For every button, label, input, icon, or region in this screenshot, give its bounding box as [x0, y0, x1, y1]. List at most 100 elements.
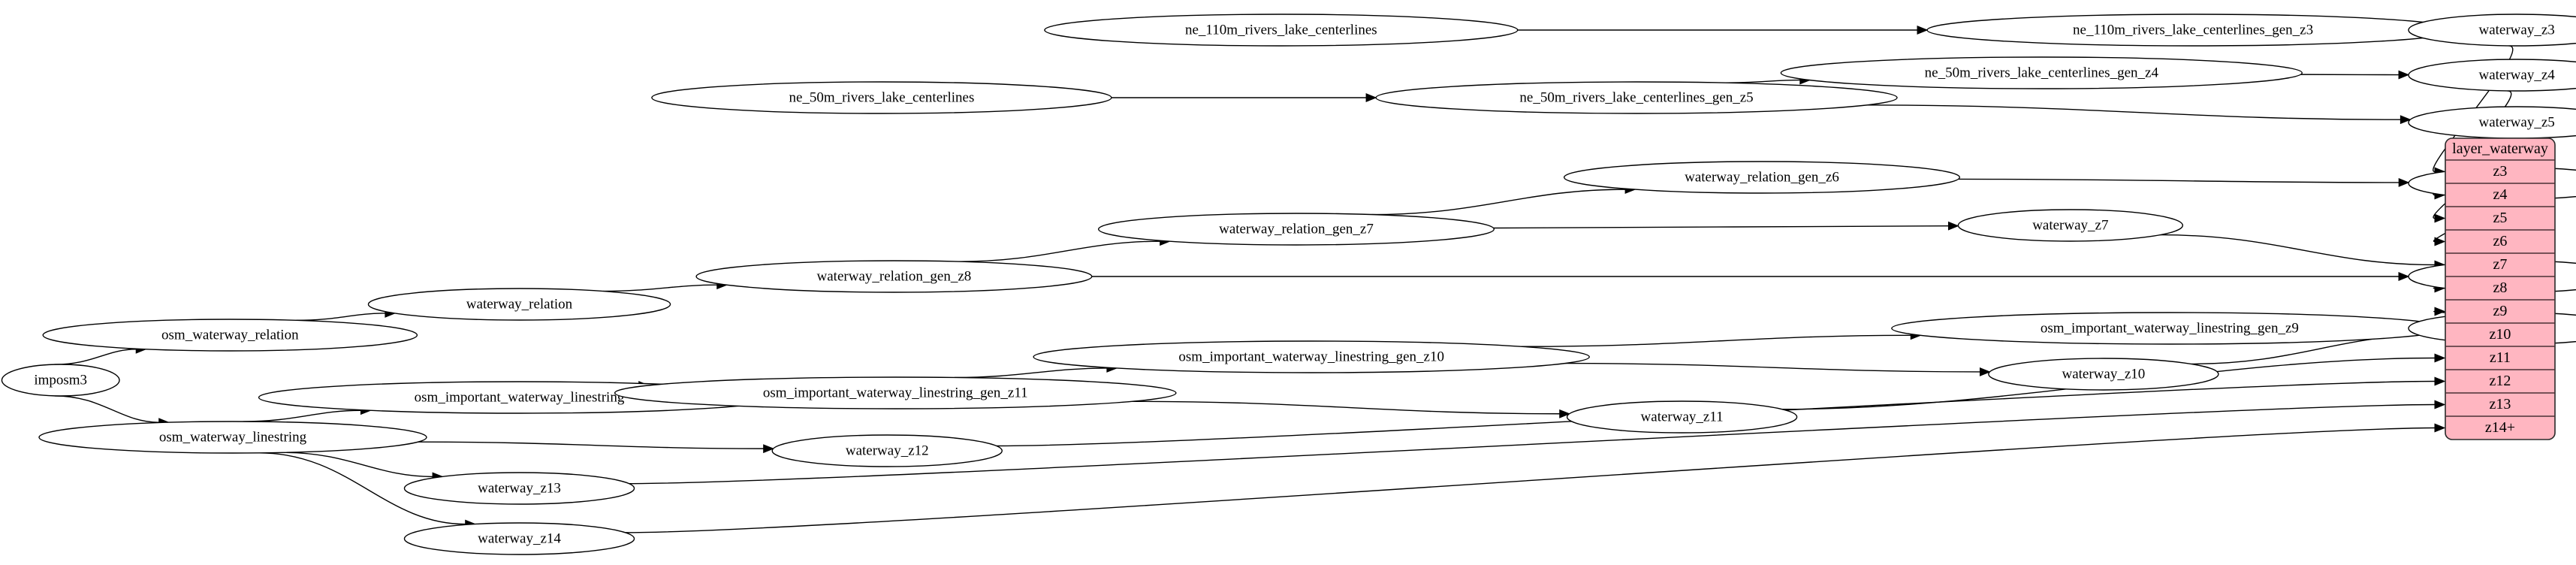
record-row-z11[interactable]: z11: [2490, 349, 2511, 366]
edge-osm_waterway_linestring-to-waterway_z12-arrow: [763, 444, 775, 454]
node-ne_110m_rivers_lake_centerlines[interactable]: ne_110m_rivers_lake_centerlines: [1044, 14, 1519, 47]
node-osm_important_waterway_linestring_gen_z10[interactable]: osm_important_waterway_linestring_gen_z1…: [1033, 340, 1590, 373]
node-ellipse-waterway_relation: [367, 288, 671, 321]
node-osm_waterway_linestring[interactable]: osm_waterway_linestring: [38, 421, 427, 454]
edge-osm_waterway_linestring-to-osm_important_waterway_linestring-path: [243, 409, 361, 422]
edge-waterway_relation_gen_z8-to-waterway_z8-arrow: [2398, 272, 2410, 281]
edge-osm_important_waterway_linestring_gen_z10-to-osm_important_waterway_linestring_gen_z9-path: [1521, 334, 1911, 347]
edge-waterway_relation_gen_z6-to-waterway_z6-arrow: [2398, 177, 2410, 187]
node-ellipse-osm_important_waterway_linestring_gen_z10: [1033, 340, 1590, 373]
node-ellipse-waterway_z5: [2408, 106, 2576, 139]
node-waterway_z3[interactable]: waterway_z3: [2408, 14, 2576, 47]
edge-waterway_relation_gen_z7-to-waterway_z7-arrow: [1947, 221, 1959, 231]
node-osm_important_waterway_linestring_gen_z9[interactable]: osm_important_waterway_linestring_gen_z9: [1891, 312, 2448, 345]
edge-imposm3-to-osm_waterway_linestring-path: [54, 395, 159, 423]
node-ellipse-ne_50m_rivers_lake_centerlines: [651, 81, 1112, 114]
node-ellipse-waterway_z3: [2408, 14, 2576, 47]
node-ellipse-waterway_z11: [1566, 400, 1798, 434]
edge-ne_50m_rivers_lake_centerlines_gen_z5-to-waterway_z5-arrow: [2400, 115, 2412, 125]
edge-osm_waterway_relation-to-waterway_relation-path: [296, 313, 385, 322]
node-ne_50m_rivers_lake_centerlines[interactable]: ne_50m_rivers_lake_centerlines: [651, 81, 1112, 114]
record-row-z9[interactable]: z9: [2493, 303, 2508, 319]
node-osm_important_waterway_linestring_gen_z11[interactable]: osm_important_waterway_linestring_gen_z1…: [614, 376, 1177, 409]
edge-waterway_z7-to-layer_waterway-z7-path: [2160, 234, 2436, 266]
edge-ne_50m_rivers_lake_centerlines-to-ne_50m_rivers_lake_centerlines_gen_z5-arrow: [1365, 93, 1377, 102]
edges-layer: [54, 26, 2514, 533]
edge-waterway_z12-to-layer_waterway-z12-arrow: [2434, 376, 2446, 386]
edge-ne_110m_rivers_lake_centerlines-to-ne_110m_rivers_lake_centerlines_gen_z3-arrow: [1917, 26, 1929, 35]
edge-ne_50m_rivers_lake_centerlines_gen_z5-to-waterway_z5-path: [1866, 104, 2401, 120]
record-row-z3[interactable]: z3: [2493, 163, 2508, 180]
edge-osm_important_waterway_linestring_gen_z11-to-osm_important_waterway_linestring_gen_z10-path: [954, 367, 1107, 379]
edge-waterway_relation_gen_z7-to-waterway_z7-path: [1493, 225, 1949, 229]
edge-waterway_z14-to-layer_waterway-z14+-path: [625, 427, 2436, 533]
edge-waterway_z11-to-layer_waterway-z11-arrow: [2434, 353, 2446, 363]
edge-osm_important_waterway_linestring_gen_z10-to-waterway_z10-path: [1564, 362, 1980, 373]
node-waterway_z10[interactable]: waterway_z10: [1988, 358, 2219, 391]
node-waterway_relation_gen_z7[interactable]: waterway_relation_gen_z7: [1097, 213, 1495, 246]
edge-osm_waterway_linestring-to-waterway_z12-path: [418, 441, 764, 449]
node-ne_50m_rivers_lake_centerlines_gen_z5[interactable]: ne_50m_rivers_lake_centerlines_gen_z5: [1375, 81, 1898, 114]
node-waterway_z5[interactable]: waterway_z5: [2408, 106, 2576, 139]
node-ellipse-osm_important_waterway_linestring_gen_z11: [614, 376, 1177, 409]
record-row-z13[interactable]: z13: [2490, 396, 2511, 412]
edge-waterway_z5-to-layer_waterway-z5-arrow: [2434, 213, 2446, 223]
node-osm_waterway_relation[interactable]: osm_waterway_relation: [42, 319, 418, 352]
edge-waterway_relation_gen_z8-to-waterway_relation_gen_z7-path: [958, 240, 1160, 262]
record-row-z7[interactable]: z7: [2493, 256, 2508, 273]
layer-waterway-record: layer_waterway z3 z4 z5 z6 z7 z8 z9 z10 z11 z12 z13…: [2445, 137, 2556, 440]
node-waterway_z4[interactable]: waterway_z4: [2408, 59, 2576, 92]
node-waterway_relation_gen_z6[interactable]: waterway_relation_gen_z6: [1563, 161, 1960, 194]
node-ellipse-waterway_relation_gen_z6: [1563, 161, 1960, 194]
edge-waterway_z13-to-layer_waterway-z13-arrow: [2434, 400, 2446, 409]
edge-ne_50m_rivers_lake_centerlines_gen_z4-to-waterway_z4-arrow: [2398, 70, 2410, 80]
record-row-z5[interactable]: z5: [2493, 210, 2508, 226]
node-ellipse-waterway_z10: [1988, 358, 2219, 391]
node-ellipse-waterway_z4: [2408, 59, 2576, 92]
record-title: layer_waterway: [2452, 140, 2548, 157]
node-waterway_relation[interactable]: waterway_relation: [367, 288, 671, 321]
node-ellipse-waterway_relation_gen_z8: [695, 260, 1093, 293]
edge-osm_important_waterway_linestring_gen_z10-to-waterway_z10-arrow: [1979, 367, 1991, 376]
edge-osm_important_waterway_linestring_gen_z11-to-waterway_z11-path: [1132, 400, 1560, 415]
node-waterway_z11[interactable]: waterway_z11: [1566, 400, 1798, 434]
nodes-layer: imposm3 osm_waterway_relation osm_waterway…: [1, 14, 2576, 555]
edge-osm_waterway_linestring-to-waterway_z13-path: [284, 452, 433, 478]
record-row-z6[interactable]: z6: [2493, 233, 2508, 249]
node-imposm3[interactable]: imposm3: [1, 364, 120, 397]
node-ellipse-waterway_z14: [403, 522, 635, 555]
node-ne_110m_rivers_lake_centerlines_gen_z3[interactable]: ne_110m_rivers_lake_centerlines_gen_z3: [1926, 14, 2460, 47]
node-ellipse-ne_110m_rivers_lake_centerlines: [1044, 14, 1519, 47]
edge-waterway_relation_gen_z7-to-waterway_relation_gen_z6-path: [1371, 189, 1626, 216]
node-ellipse-ne_110m_rivers_lake_centerlines_gen_z3: [1926, 14, 2460, 47]
edge-waterway_z14-to-layer_waterway-z14+-arrow: [2434, 423, 2446, 433]
edge-osm_waterway_linestring-to-waterway_z14-path: [259, 452, 466, 525]
edge-waterway_z6-to-layer_waterway-z6-arrow: [2434, 237, 2446, 246]
record-row-z8[interactable]: z8: [2493, 279, 2508, 296]
node-ellipse-ne_50m_rivers_lake_centerlines_gen_z5: [1375, 81, 1898, 114]
record-row-z4[interactable]: z4: [2493, 186, 2508, 203]
record-row-z10[interactable]: z10: [2490, 326, 2511, 343]
node-waterway_relation_gen_z8[interactable]: waterway_relation_gen_z8: [695, 260, 1093, 293]
edge-waterway_z9-to-layer_waterway-z9-arrow: [2434, 307, 2446, 316]
edge-imposm3-to-osm_waterway_relation-path: [54, 349, 137, 365]
record-body: [2445, 137, 2556, 440]
node-waterway_z14[interactable]: waterway_z14: [403, 522, 635, 555]
edge-waterway_z13-to-layer_waterway-z13-path: [629, 403, 2436, 485]
node-ellipse-waterway_relation_gen_z7: [1097, 213, 1495, 246]
record-row-z12[interactable]: z12: [2490, 373, 2511, 389]
edge-osm_important_waterway_linestring_gen_z11-to-waterway_z11-arrow: [1559, 409, 1571, 418]
node-ellipse-imposm3: [1, 364, 120, 397]
node-waterway_z13[interactable]: waterway_z13: [403, 472, 635, 505]
node-ellipse-osm_waterway_relation: [42, 319, 418, 352]
node-waterway_z12[interactable]: waterway_z12: [771, 434, 1003, 467]
edge-waterway_relation-to-waterway_relation_gen_z8-path: [602, 284, 717, 292]
record-row-z14+[interactable]: z14+: [2485, 419, 2515, 436]
node-ellipse-osm_important_waterway_linestring_gen_z9: [1891, 312, 2448, 345]
node-ellipse-waterway_z13: [403, 472, 635, 505]
node-ne_50m_rivers_lake_centerlines_gen_z4[interactable]: ne_50m_rivers_lake_centerlines_gen_z4: [1780, 56, 2303, 89]
node-waterway_z7[interactable]: waterway_z7: [1957, 209, 2183, 242]
edge-waterway_relation_gen_z6-to-waterway_z6-path: [1958, 178, 2400, 183]
